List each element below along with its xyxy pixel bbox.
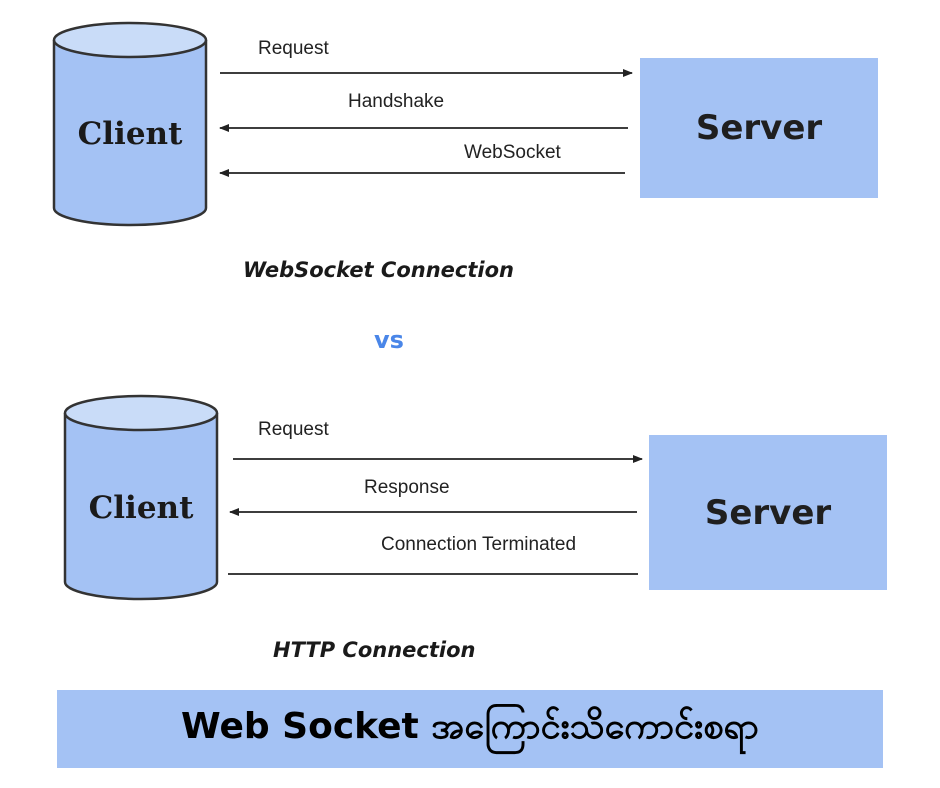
message-label-request: Request [258,419,329,440]
client-database-icon: Client [63,394,219,601]
server-box-bottom: Server [649,435,887,590]
message-label-websocket: WebSocket [464,142,561,163]
message-label-request: Request [258,38,329,59]
message-label-handshake: Handshake [348,91,445,112]
server-label: Server [695,108,823,148]
vs-label: vs [374,326,404,354]
client-label-bottom: Client [89,490,194,526]
client-label-top: Client [78,116,183,152]
http-caption: HTTP Connection [273,638,476,662]
message-label-terminated: Connection Terminated [381,534,577,555]
title-banner: Web Socket အကြောင်းသိကောင်းစရာ [57,690,883,768]
server-label: Server [704,492,832,533]
websocket-caption: WebSocket Connection [243,258,514,282]
server-box-top: Server [640,58,878,198]
banner-title: Web Socket အကြောင်းသိကောင်းစရာ [181,706,759,747]
message-label-response: Response [364,477,450,498]
client-database-icon: Client [52,21,208,227]
